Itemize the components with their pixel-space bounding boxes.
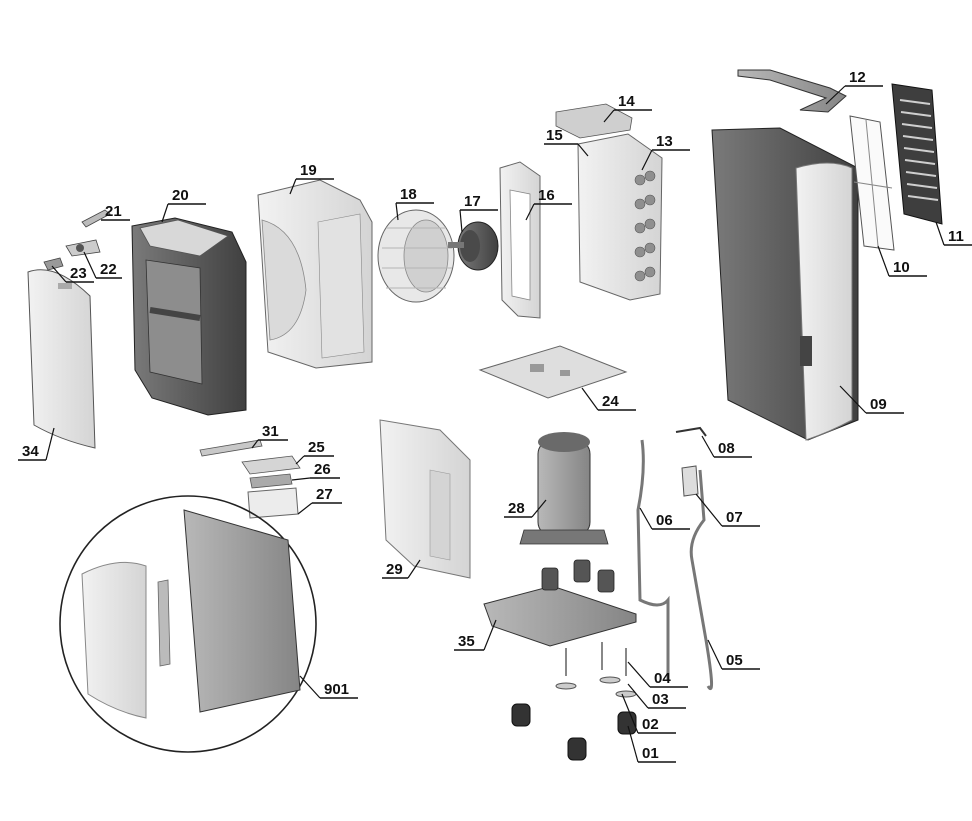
label-27: 27 — [316, 486, 333, 503]
label-35: 35 — [458, 633, 475, 650]
label-28: 28 — [508, 500, 525, 517]
part-evaporator — [577, 133, 663, 301]
part-compressor — [519, 432, 609, 545]
part-control-board — [478, 345, 628, 399]
label-29: 29 — [386, 561, 403, 578]
label-04: 04 — [654, 670, 671, 687]
detail-circle-901 — [59, 495, 317, 753]
label-05: 05 — [726, 652, 743, 669]
label-18: 18 — [400, 186, 417, 203]
label-24: 24 — [602, 393, 619, 410]
label-07: 07 — [726, 509, 743, 526]
label-17: 17 — [464, 193, 481, 210]
part-filter — [849, 115, 895, 251]
label-34: 34 — [22, 443, 39, 460]
part-top-plate — [555, 103, 633, 139]
label-21: 21 — [105, 203, 122, 220]
part-fan-housing — [257, 179, 373, 369]
label-26: 26 — [314, 461, 331, 478]
part-capacitor-and-cord — [675, 426, 707, 497]
part-front-frame — [131, 217, 247, 416]
label-08: 08 — [718, 440, 735, 457]
label-10: 10 — [893, 259, 910, 276]
part-handle — [737, 69, 847, 113]
label-25: 25 — [308, 439, 325, 456]
label-13: 13 — [656, 133, 673, 150]
label-14: 14 — [618, 93, 635, 110]
label-23: 23 — [70, 265, 87, 282]
label-20: 20 — [172, 187, 189, 204]
label-22: 22 — [100, 261, 117, 278]
part-base — [483, 559, 637, 647]
part-casters — [511, 642, 637, 761]
label-02: 02 — [642, 716, 659, 733]
part-frame-16 — [499, 161, 541, 319]
labels: 01 02 03 04 05 06 07 08 09 10 11 12 13 1… — [18, 69, 972, 763]
label-16: 16 — [538, 187, 555, 204]
label-09: 09 — [870, 396, 887, 413]
part-tubes — [636, 439, 714, 691]
label-01: 01 — [642, 745, 659, 762]
part-inner-panel — [379, 419, 471, 579]
label-19: 19 — [300, 162, 317, 179]
part-impeller — [377, 209, 455, 303]
label-06: 06 — [656, 512, 673, 529]
part-fan-motor — [448, 221, 499, 271]
label-11: 11 — [948, 228, 964, 245]
part-rear-housing — [711, 127, 859, 441]
label-03: 03 — [652, 691, 669, 708]
part-front-panel — [27, 269, 96, 449]
part-small-brackets — [43, 209, 111, 271]
label-12: 12 — [849, 69, 866, 86]
label-901: 901 — [324, 681, 349, 698]
part-rear-grille — [891, 83, 943, 225]
label-15: 15 — [546, 127, 563, 144]
part-electrical-small — [199, 439, 301, 519]
label-31: 31 — [262, 423, 279, 440]
